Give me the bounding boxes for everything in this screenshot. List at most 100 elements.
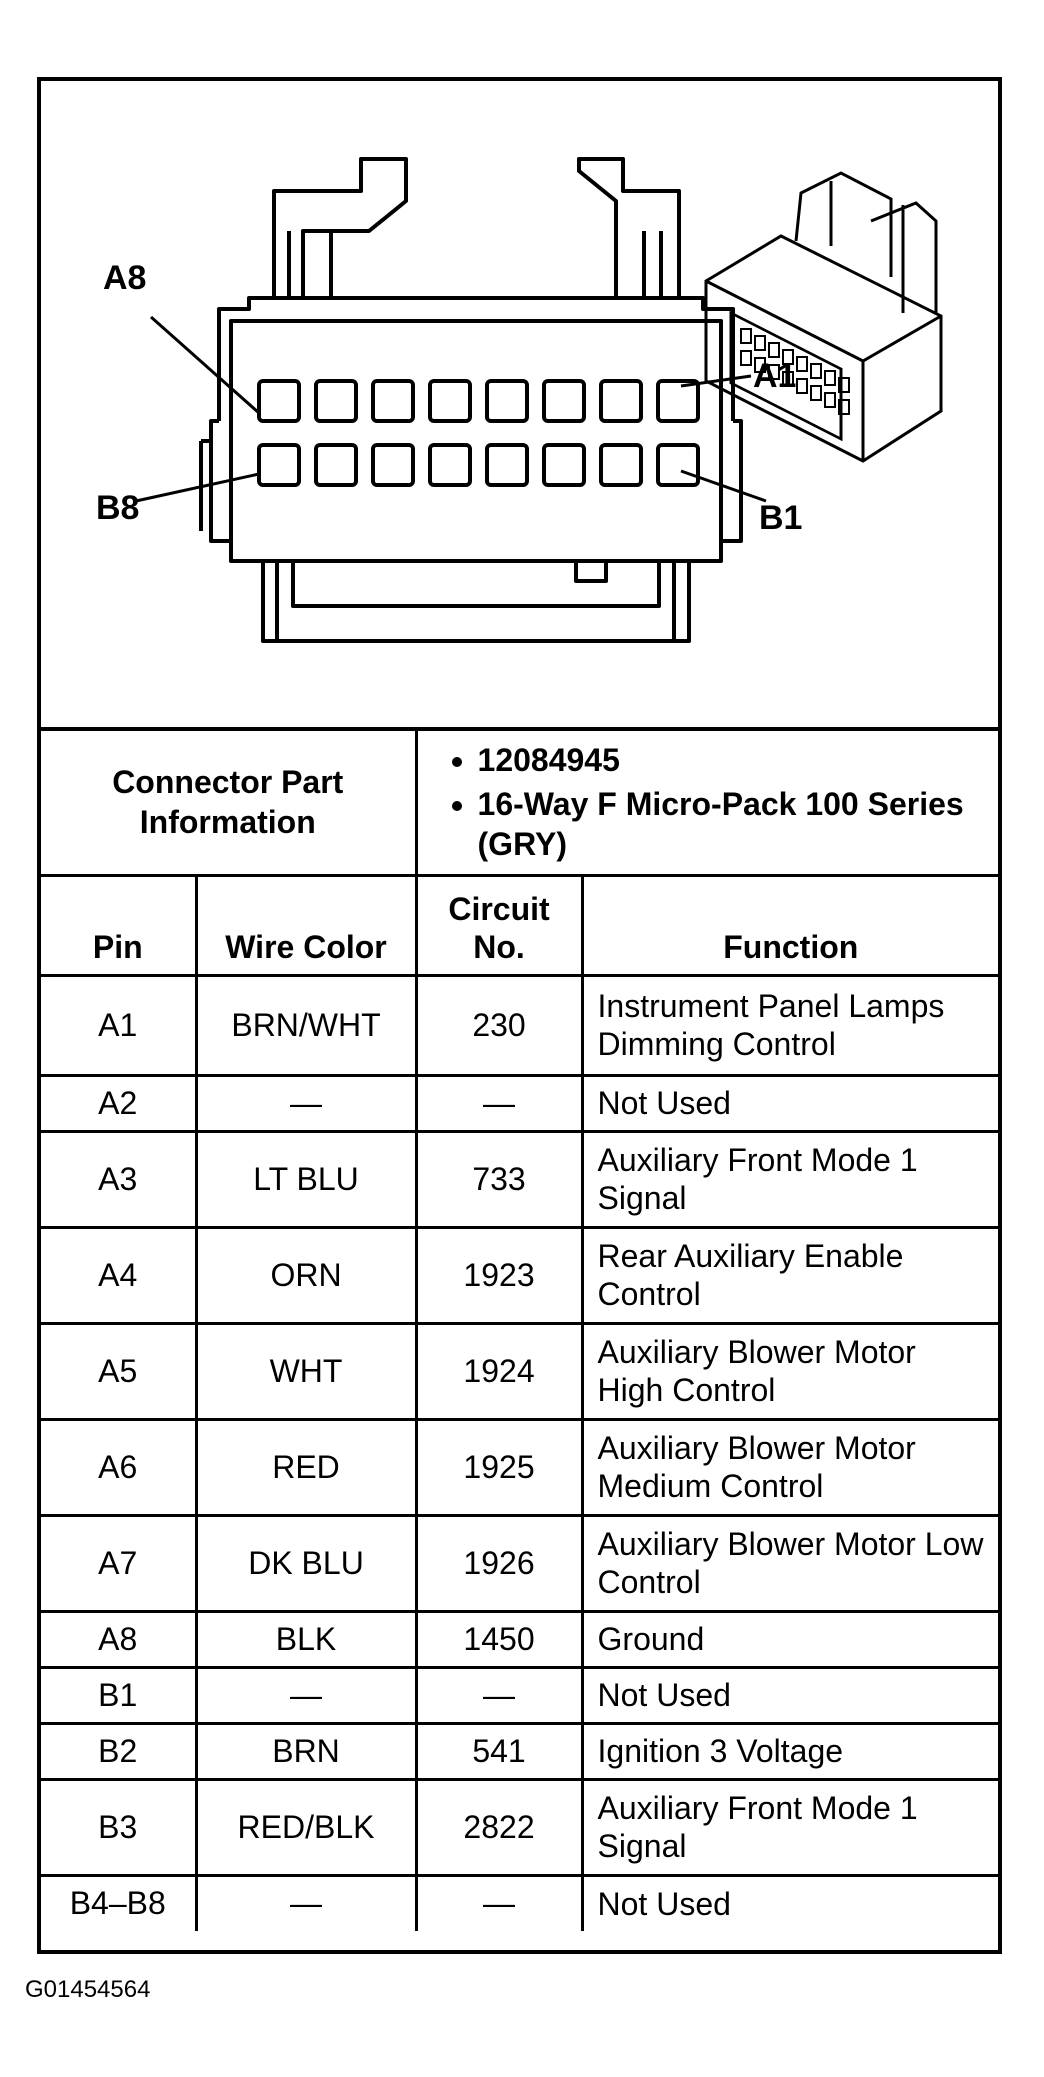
cell-wire-color: BLK bbox=[194, 1609, 418, 1669]
cell-function: Not Used bbox=[580, 1073, 999, 1133]
cell-function: Auxiliary Blower Motor High Control bbox=[580, 1321, 999, 1421]
cell-pin: B2 bbox=[41, 1721, 198, 1781]
connector-face-drawing bbox=[135, 157, 943, 643]
cell-circuit-no: 230 bbox=[414, 975, 584, 1077]
cell-wire-color: RED bbox=[194, 1417, 418, 1517]
table-header-row: Pin Wire Color Circuit No. Function bbox=[41, 873, 999, 977]
pin-cavity bbox=[656, 379, 700, 423]
cell-circuit-no: — bbox=[414, 1873, 584, 1931]
pin-cavity bbox=[257, 443, 301, 487]
cell-wire-color: RED/BLK bbox=[194, 1777, 418, 1877]
pin-cavity bbox=[371, 443, 415, 487]
sketch-cavity bbox=[782, 371, 794, 387]
header-circuit-no: Circuit No. bbox=[414, 873, 584, 977]
cell-circuit-no: 1923 bbox=[414, 1225, 584, 1325]
cell-wire-color: LT BLU bbox=[194, 1129, 418, 1229]
cell-circuit-no: 1925 bbox=[414, 1417, 584, 1517]
connector-info-item: 16-Way F Micro-Pack 100 Series (GRY) bbox=[478, 784, 985, 864]
cell-wire-color: WHT bbox=[194, 1321, 418, 1421]
cell-function: Rear Auxiliary Enable Control bbox=[580, 1225, 999, 1325]
header-function: Function bbox=[580, 873, 999, 977]
cell-circuit-no: — bbox=[414, 1665, 584, 1725]
pin-cavity bbox=[428, 379, 472, 423]
table-row: B1——Not Used bbox=[41, 1665, 999, 1725]
connector-pin-table: Connector Part Information 1208494516-Wa… bbox=[41, 731, 999, 1931]
cell-circuit-no: 1926 bbox=[414, 1513, 584, 1613]
sketch-cavity bbox=[754, 357, 766, 373]
sketch-cavity bbox=[810, 385, 822, 401]
cell-pin: A5 bbox=[41, 1321, 198, 1421]
sketch-cavity bbox=[754, 335, 766, 351]
cell-pin: A6 bbox=[41, 1417, 198, 1517]
pin-cavity bbox=[314, 443, 358, 487]
pin-cavity bbox=[542, 443, 586, 487]
pin-cavity bbox=[599, 443, 643, 487]
cell-circuit-no: — bbox=[414, 1073, 584, 1133]
cell-pin: B1 bbox=[41, 1665, 198, 1725]
cell-pin: A4 bbox=[41, 1225, 198, 1325]
pin-cavity bbox=[257, 379, 301, 423]
connector-info-row: Connector Part Information 1208494516-Wa… bbox=[41, 731, 999, 877]
pin-cavity bbox=[485, 443, 529, 487]
cell-pin: A8 bbox=[41, 1609, 198, 1669]
label-a8: A8 bbox=[103, 259, 147, 297]
cell-circuit-no: 733 bbox=[414, 1129, 584, 1229]
cell-circuit-no: 1924 bbox=[414, 1321, 584, 1421]
sketch-cavity bbox=[740, 328, 752, 344]
cell-circuit-no: 1450 bbox=[414, 1609, 584, 1669]
sketch-cavity bbox=[796, 378, 808, 394]
cell-circuit-no: 2822 bbox=[414, 1777, 584, 1877]
pin-cavity bbox=[428, 443, 472, 487]
cell-wire-color: — bbox=[194, 1073, 418, 1133]
sketch-cavity bbox=[768, 364, 780, 380]
connector-sheet: A8 A1 B8 B1 Connector Part Information 1… bbox=[37, 77, 1002, 1954]
pin-cavity bbox=[314, 379, 358, 423]
connector-perspective-sketch bbox=[704, 171, 943, 463]
cell-function: Auxiliary Front Mode 1 Signal bbox=[580, 1129, 999, 1229]
cell-function: Not Used bbox=[580, 1665, 999, 1725]
pin-cavity bbox=[371, 379, 415, 423]
cell-pin: B3 bbox=[41, 1777, 198, 1877]
header-wire-color: Wire Color bbox=[194, 873, 418, 977]
sketch-cavity bbox=[782, 349, 794, 365]
cell-pin: A2 bbox=[41, 1073, 198, 1133]
cell-wire-color: BRN/WHT bbox=[194, 975, 418, 1077]
sketch-cavity bbox=[810, 363, 822, 379]
connector-info-list: 1208494516-Way F Micro-Pack 100 Series (… bbox=[414, 731, 999, 877]
sketch-cavity bbox=[796, 356, 808, 372]
pin-cavity bbox=[542, 379, 586, 423]
cell-pin: A1 bbox=[41, 975, 198, 1077]
sketch-cavity bbox=[838, 399, 850, 415]
cell-pin: A7 bbox=[41, 1513, 198, 1613]
sketch-cavity bbox=[740, 350, 752, 366]
cell-function: Auxiliary Blower Motor Low Control bbox=[580, 1513, 999, 1613]
cell-function: Auxiliary Front Mode 1 Signal bbox=[580, 1777, 999, 1877]
sketch-cavity bbox=[824, 392, 836, 408]
connector-info-label: Connector Part Information bbox=[41, 731, 418, 877]
pin-cavity bbox=[599, 379, 643, 423]
pin-cavity bbox=[656, 443, 700, 487]
cell-wire-color: — bbox=[194, 1665, 418, 1725]
table-row: A2——Not Used bbox=[41, 1073, 999, 1133]
sketch-cavity bbox=[824, 370, 836, 386]
header-pin: Pin bbox=[41, 873, 198, 977]
cell-pin: A3 bbox=[41, 1129, 198, 1229]
figure-code: G01454564 bbox=[25, 1976, 151, 2003]
sketch-cavity bbox=[768, 342, 780, 358]
sketch-cavity bbox=[838, 377, 850, 393]
connector-info-item: 12084945 bbox=[478, 740, 985, 780]
cell-wire-color: — bbox=[194, 1873, 418, 1931]
cell-function: Not Used bbox=[580, 1873, 999, 1931]
table-row: B4–B8——Not Used bbox=[41, 1873, 999, 1931]
cell-wire-color: ORN bbox=[194, 1225, 418, 1325]
pin-cavity bbox=[485, 379, 529, 423]
